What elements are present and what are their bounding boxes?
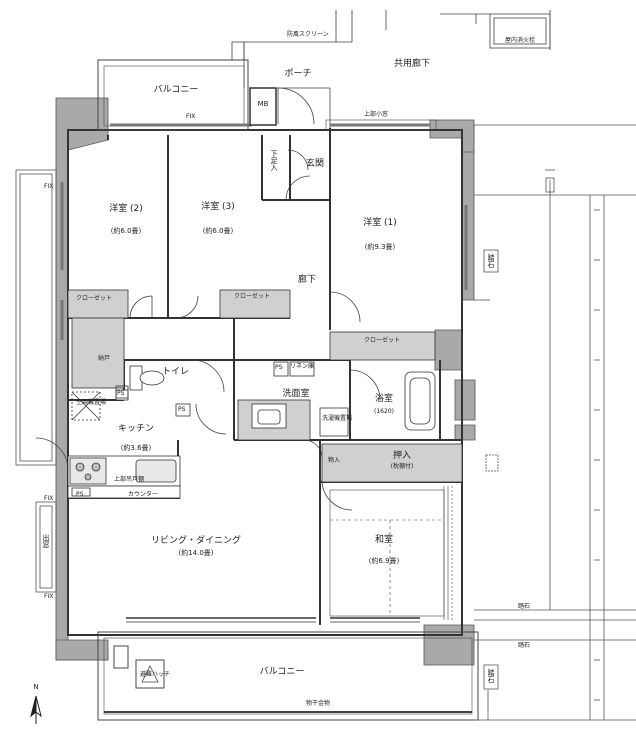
living-window [126,617,420,623]
compass-icon [30,695,42,724]
top-balcony [97,59,252,131]
washitsu-name: 和室 [374,535,394,545]
ps-label-2: PS [178,406,186,413]
bedroom1-area: (約9.3畳) [364,243,396,251]
partitions [68,128,462,625]
oshiire-sub-label: (枕棚付) [390,463,414,470]
upper-small-window-label: 上部小窓 [364,111,389,118]
bedroom3-name: 洋室 (3) [201,202,235,212]
monoire-label: 物入 [328,457,341,464]
common-corridor-label: 共用廊下 [393,59,431,69]
oshiire-label: 押入 [392,451,412,461]
compass-label: N [33,683,39,691]
closet-bedroom3: クローゼット [233,293,271,300]
step-stone-label-3: 踏石 [518,642,531,649]
closets [67,289,463,483]
toilet-label: トイレ [162,367,190,377]
step-stone-label-4: 踏石 [487,669,495,683]
counter-label: カウンター [128,491,159,498]
bedroom1-name: 洋室 (1) [363,218,397,228]
living-area: (約14.0畳) [178,549,214,557]
aircon-box [71,385,129,421]
bottom-balcony [97,631,479,721]
mb-box [249,87,277,126]
bedroom3-area: (約6.0畳) [202,227,234,235]
top-balcony-label: バルコニー [153,85,199,95]
porch-lines [231,10,437,131]
aircon-label: 空調機置場 [76,399,107,406]
interior-walls [67,129,463,636]
fire-hydrant-label: 屋内消火栓 [504,37,536,44]
washitsu-area: (約6.9畳) [368,557,400,565]
window-frames [15,169,468,593]
kitchen-area: (約3.6畳) [120,444,152,452]
upper-cabinet-label: 上部吊戸棚 [114,476,145,483]
kitchen-fixtures [67,455,181,499]
closet-bedroom1: クローゼット [363,337,401,344]
fire-hydrant-box [385,10,551,50]
fix-label-2: FIX [44,183,54,190]
ps-label-3: PS [275,364,283,371]
bath-tub [404,371,436,431]
storage-label: 納戸 [98,355,111,362]
kitchen-name: キッチン [117,424,155,434]
fix-label-4: FIX [44,593,54,600]
fix-label-1: FIX [186,113,196,120]
wind-screen-label: 防風スクリーン [287,31,329,38]
bedroom2-name: 洋室 (2) [109,204,143,214]
hanging-rail-label: 物干金物 [305,700,331,707]
closet-bedroom2: クローゼット [75,295,113,302]
porch-label: ポーチ [284,69,312,79]
bottom-balcony-label: バルコニー [259,667,305,677]
hallway-label: 廊下 [298,275,317,285]
linen-label: リネン庫 [290,363,315,370]
ps-label-1: PS [117,390,125,397]
washroom-label: 洗面室 [282,389,310,399]
ps-label-4: PS [76,491,84,498]
bath-name: 浴室 [374,394,394,404]
washer-label: 洗濯機置場 [322,415,353,422]
evac-hatch-label: 避難ハッチ [140,671,171,678]
bath-area: (1620) [374,408,394,415]
step-stone-label-2: 踏石 [518,603,531,610]
shoebox-label: 下足入 [270,150,278,171]
living-name: リビング・ダイニング [150,536,242,546]
step-stone-label-1: 踏石 [487,254,495,268]
bedroom2-area: (約6.0畳) [110,227,142,235]
fix-label-3: FIX [44,495,54,502]
wash-fixtures [251,361,349,437]
entrance-label: 玄関 [306,159,325,169]
mb-label: MB [257,100,269,108]
washitsu-tatami [329,486,453,620]
right-exterior-grid [474,124,636,721]
bay-window-label: 出窓 [42,534,50,548]
